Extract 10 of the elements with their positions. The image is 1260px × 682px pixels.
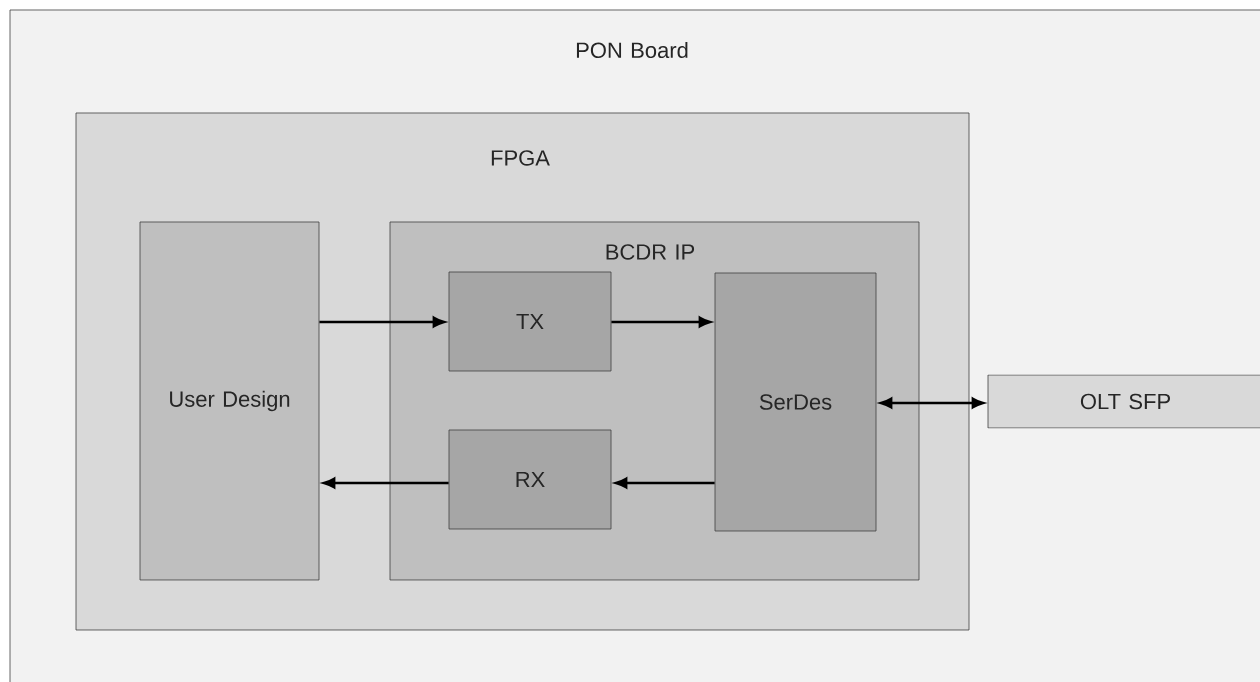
arrow bbox=[319, 316, 446, 328]
process-box: OLT SFP bbox=[987, 374, 1260, 429]
arrow bbox=[614, 477, 715, 489]
process-box: SerDes bbox=[714, 272, 877, 532]
arrow bbox=[322, 477, 449, 489]
process-box: RX bbox=[448, 429, 612, 530]
arrow bbox=[611, 316, 712, 328]
process-box: User Design bbox=[139, 221, 320, 581]
process-box: TX bbox=[448, 271, 612, 372]
arrow bbox=[879, 397, 985, 409]
